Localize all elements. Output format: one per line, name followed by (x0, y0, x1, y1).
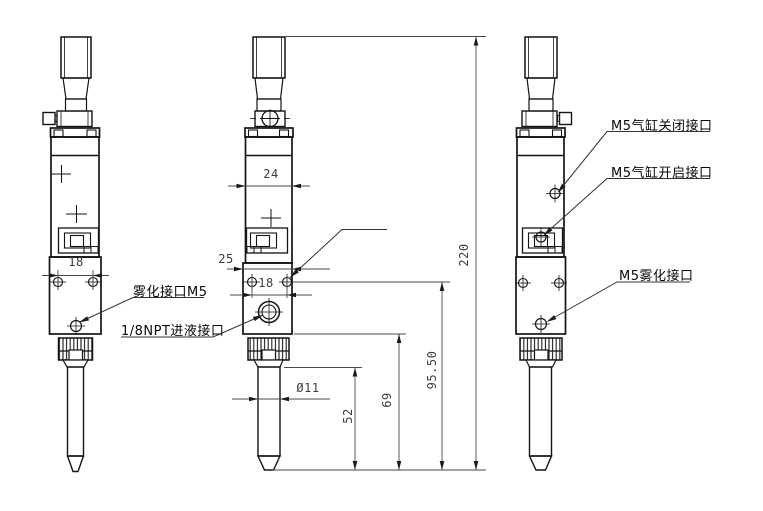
label-cylinder-open-port: M5气缸开启接口 (611, 166, 713, 181)
cylinder-detail (57, 227, 100, 254)
label-atomize-port-left: 雾化接口M5 (133, 285, 208, 300)
dim-nozzle-length: 52 (341, 408, 355, 424)
side-knob-left (42, 111, 58, 126)
nozzle-tube (66, 366, 85, 457)
dim-mid-hole-spacing: 18 (258, 276, 274, 290)
nozzle-tip (66, 455, 85, 473)
swivel-fitting (250, 109, 290, 128)
dim-hole-to-tip: 95.50 (425, 350, 439, 390)
dim-overall-height: 220 (457, 243, 471, 267)
label-atomize-port-right: M5雾化接口 (619, 269, 694, 284)
dim-nozzle-diameter: Ø11 (296, 381, 320, 395)
knurled-nut (519, 337, 563, 361)
leader-liquid-inlet (121, 315, 263, 338)
valve-right-view (515, 36, 573, 471)
dim-block-to-tip: 69 (380, 392, 394, 408)
cylinder-detail (245, 227, 289, 254)
liquid-inlet-port (255, 298, 283, 326)
cylinder-close-port-hole (546, 184, 564, 203)
knurled-nut (57, 337, 94, 361)
dimension-lines (42, 36, 486, 471)
dim-block-width: 25 (218, 252, 234, 266)
center-mark (51, 165, 87, 223)
mount-holes (50, 274, 101, 335)
nozzle-tip (256, 455, 282, 471)
dim-left-hole-spacing: 18 (68, 255, 84, 269)
nozzle-tip (528, 455, 553, 471)
leader-atomize-left (80, 297, 204, 322)
leader-lines (80, 131, 710, 338)
nozzle-tube (528, 366, 553, 457)
leader-cyl-close (558, 131, 710, 192)
cylinder-detail (521, 227, 564, 254)
knurled-nut (247, 337, 290, 361)
side-knob-right (557, 111, 573, 126)
dim-body-width: 24 (263, 167, 279, 181)
unlabeled-leader (289, 229, 387, 278)
center-mark (261, 209, 281, 227)
label-liquid-inlet-port: 1/8NPT进液接口 (121, 324, 225, 339)
leader-atomize-right (548, 281, 690, 321)
dimension-arrows (49, 36, 479, 470)
label-cylinder-close-port: M5气缸关闭接口 (611, 119, 713, 134)
valve-front-view (242, 36, 295, 471)
leader-arrows (79, 183, 566, 323)
valve-left-view (42, 36, 102, 473)
leader-cyl-open (544, 178, 710, 235)
nozzle-tube (257, 366, 281, 457)
mount-holes (515, 275, 567, 333)
